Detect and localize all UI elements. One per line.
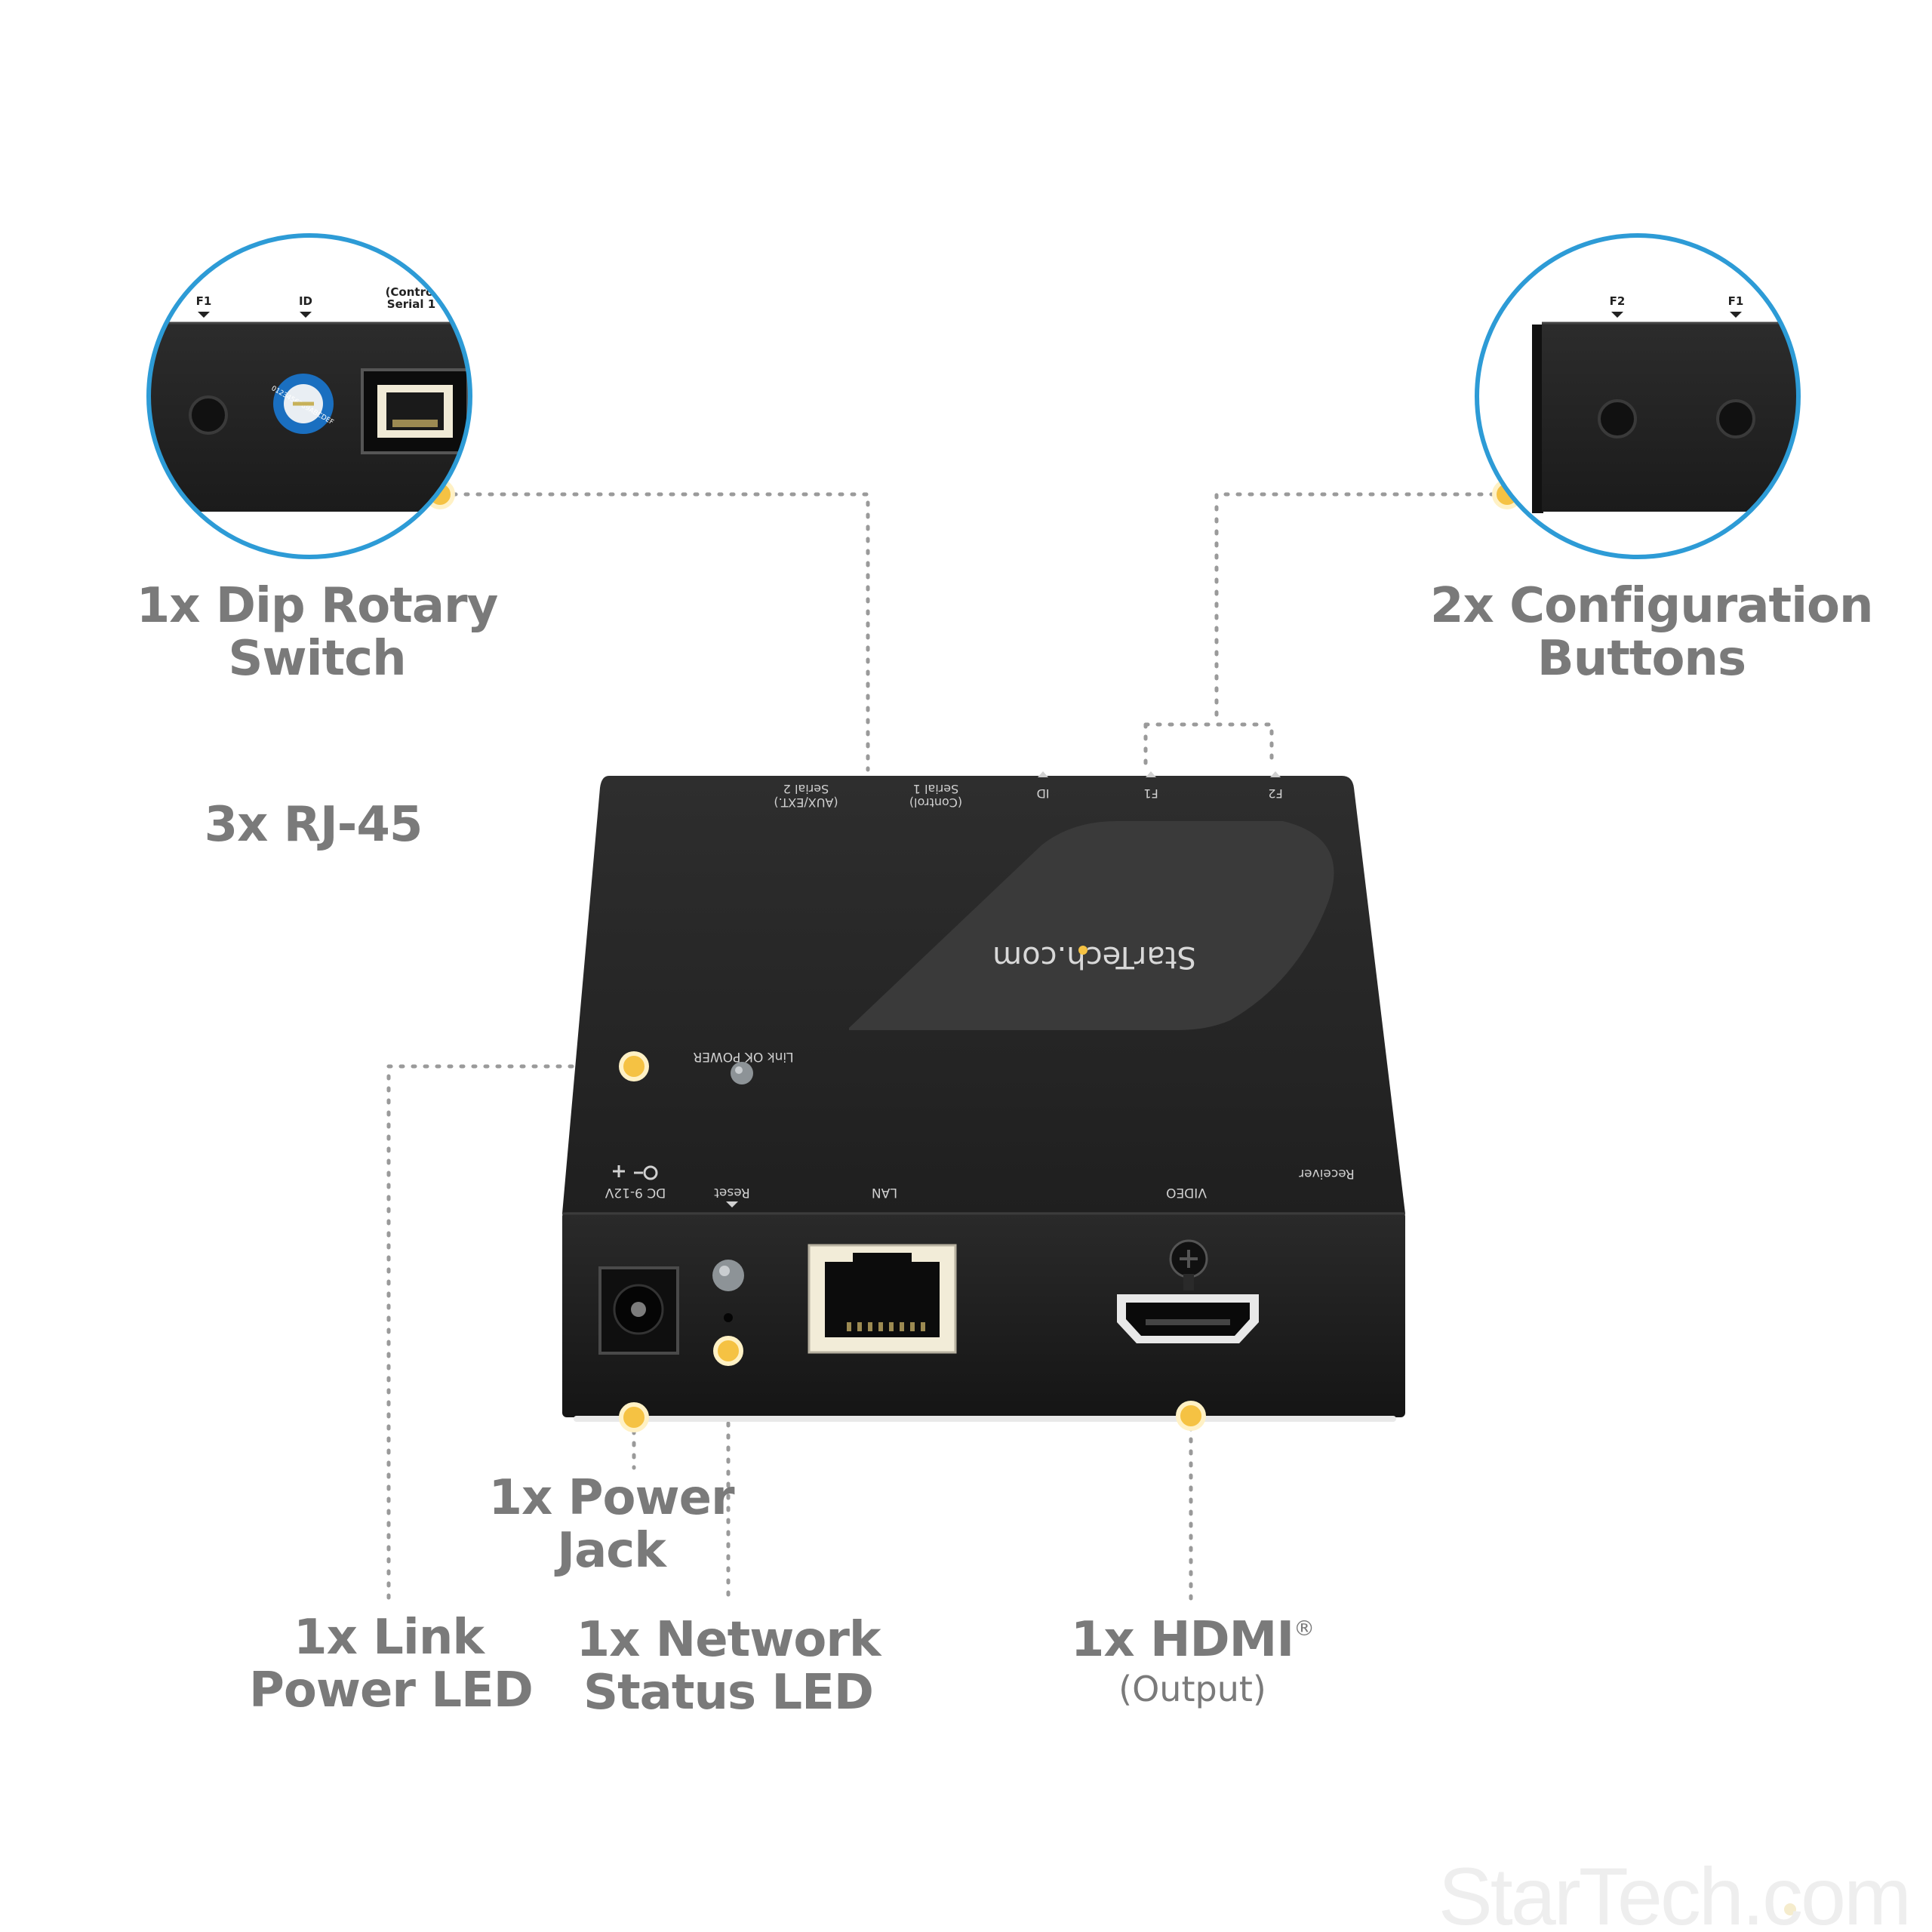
callout-link-led: 1x Link Power LED	[249, 1610, 534, 1718]
label-serial2-sub: (AUX/EXT.)	[774, 795, 838, 810]
link-power-led	[731, 1062, 753, 1084]
label-dc: DC 9-12V	[605, 1185, 666, 1200]
zoom-left-label-id: ID	[299, 294, 312, 308]
label-id: ID	[1036, 786, 1049, 801]
zoom-right-label-f2: F2	[1610, 294, 1626, 308]
top-arrows	[1038, 771, 1281, 777]
label-reset: Reset	[714, 1185, 750, 1200]
label-receiver: Receiver	[1299, 1166, 1355, 1181]
leader-config-buttons-branch	[1143, 722, 1274, 766]
callout-network-led-line1: 1x Network	[576, 1612, 881, 1668]
label-f1: F1	[1143, 786, 1158, 801]
leader-lines	[386, 492, 1508, 1606]
leader-rotary-switch	[439, 492, 870, 772]
callout-hdmi-title: 1x HDMI®	[1057, 1614, 1328, 1666]
label-video: VIDEO	[1166, 1185, 1207, 1200]
callout-rotary-switch-line2: Switch	[228, 631, 406, 687]
callout-link-led-line1: 1x Link	[294, 1610, 485, 1666]
zoom-left-label-serial: Serial 1	[387, 297, 435, 311]
watermark-logo: StarTech.com	[1438, 1850, 1912, 1932]
led-label: Link OK POWER	[693, 1049, 793, 1064]
reset-button	[712, 1260, 744, 1291]
zoom-left-f1-button	[189, 395, 228, 435]
callout-rj45: 3x RJ-45	[174, 798, 453, 851]
network-status-led	[724, 1313, 733, 1322]
callout-power-jack: 1x Power Jack	[483, 1472, 740, 1577]
dot-hdmi	[1176, 1401, 1206, 1431]
zoom-right-ring	[1475, 233, 1801, 559]
logo-dot	[1078, 946, 1088, 955]
zoom-right-f2-button	[1598, 399, 1637, 438]
zoom-config-buttons: F2 F1	[1475, 233, 1801, 559]
callout-config-buttons-line1: 2x Configuration	[1430, 578, 1874, 634]
zoom-right-f1-button	[1716, 399, 1755, 438]
callout-network-led-line2: Status LED	[583, 1665, 874, 1721]
callout-hdmi-registered-mark: ®	[1294, 1616, 1315, 1641]
callout-config-buttons-line2: Buttons	[1537, 631, 1746, 687]
zoom-left-label-control: (Control	[386, 285, 438, 299]
callout-hdmi: 1x HDMI® (Output)	[1057, 1614, 1328, 1712]
device-logo: StarTech.com	[992, 940, 1196, 974]
label-serial2: Serial 2	[783, 782, 829, 796]
zoom-left-ring	[146, 233, 472, 559]
logo-plate	[849, 821, 1334, 1030]
leader-link-led	[386, 1064, 635, 1606]
power-jack	[598, 1266, 679, 1355]
extender-receiver-device: StarTech.com Serial 2 (AUX/EXT.) Serial …	[562, 771, 1405, 1422]
callout-rotary-switch: 1x Dip Rotary Switch	[136, 578, 499, 687]
zoom-left-rj45-port	[361, 368, 469, 454]
lan-port	[808, 1244, 957, 1354]
callout-power-jack-line1: 1x Power	[488, 1470, 734, 1526]
callout-rj45-line1: 3x RJ-45	[204, 797, 423, 853]
label-serial1-sub: (Control)	[909, 795, 962, 810]
hdmi-port	[1117, 1239, 1259, 1343]
callout-hdmi-line1: 1x HDMI	[1070, 1612, 1294, 1668]
dot-power-jack	[619, 1402, 649, 1432]
callout-rotary-switch-line1: 1x Dip Rotary	[136, 578, 499, 634]
label-serial1: Serial 1	[913, 782, 959, 796]
reset-arrow	[726, 1201, 738, 1208]
label-lan: LAN	[872, 1185, 897, 1200]
label-f2: F2	[1268, 786, 1282, 801]
callout-link-led-line2: Power LED	[249, 1663, 534, 1718]
dot-link-led	[619, 1051, 649, 1081]
callout-power-jack-line2: Jack	[557, 1523, 666, 1579]
dot-network-led	[713, 1336, 743, 1366]
callout-network-led: 1x Network Status LED	[574, 1614, 883, 1719]
watermark-dot	[1784, 1903, 1796, 1915]
zoom-right-label-f1: F1	[1728, 294, 1744, 308]
device-front-face	[562, 1212, 1405, 1417]
leader-config-buttons	[1214, 492, 1508, 727]
callout-hdmi-line2: (Output)	[1118, 1669, 1266, 1709]
callout-config-buttons: 2x Configuration Buttons	[1430, 578, 1874, 687]
zoom-left-label-f1: F1	[196, 294, 212, 308]
zoom-rotary-switch: F1 ID (Control Serial 1 0123456789ABCDEF	[146, 233, 472, 559]
dc-polarity-icon	[613, 1165, 658, 1180]
